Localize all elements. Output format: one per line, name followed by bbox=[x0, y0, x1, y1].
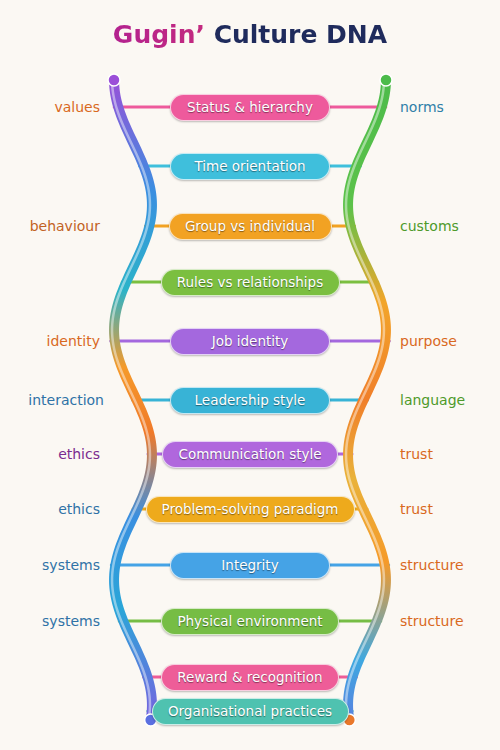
side-label: trust bbox=[400, 445, 433, 463]
strand-highlight bbox=[346, 80, 384, 720]
strand-end bbox=[108, 74, 120, 86]
side-label: values bbox=[54, 98, 100, 116]
culture-pill: Reward & recognition bbox=[161, 664, 339, 691]
culture-pill: Physical environment bbox=[161, 608, 339, 635]
culture-pill: Time orientation bbox=[170, 153, 330, 180]
strand-highlight bbox=[112, 80, 150, 720]
pill-text: Organisational practices bbox=[168, 703, 332, 719]
side-label: structure bbox=[400, 556, 464, 574]
pill-text: Integrity bbox=[221, 557, 278, 573]
side-label: interaction bbox=[28, 391, 104, 409]
culture-pill: Group vs individual bbox=[169, 213, 332, 240]
pill-text: Problem-solving paradigm bbox=[162, 501, 339, 517]
pill-text: Rules vs relationships bbox=[177, 274, 323, 290]
side-label: ethics bbox=[58, 500, 100, 518]
dna-strand bbox=[348, 80, 386, 720]
side-label: norms bbox=[400, 98, 444, 116]
pill-text: Physical environment bbox=[177, 613, 322, 629]
title: Gugin’ Culture DNA bbox=[113, 20, 387, 49]
side-label: systems bbox=[42, 612, 100, 630]
pill-text: Job identity bbox=[212, 333, 289, 349]
pill-text: Communication style bbox=[178, 446, 321, 462]
pill-text: Group vs individual bbox=[185, 218, 315, 234]
pill-text: Leadership style bbox=[195, 392, 306, 408]
side-label: trust bbox=[400, 500, 433, 518]
culture-pill: Job identity bbox=[170, 328, 330, 355]
pill-text: Reward & recognition bbox=[177, 669, 322, 685]
side-label: systems bbox=[42, 556, 100, 574]
title-block: Gugin’ Culture DNA bbox=[0, 20, 500, 49]
side-label: identity bbox=[47, 332, 100, 350]
pill-text: Time orientation bbox=[194, 158, 305, 174]
side-label: language bbox=[400, 391, 465, 409]
strand-end bbox=[380, 74, 392, 86]
culture-pill: Leadership style bbox=[170, 387, 330, 414]
side-label: behaviour bbox=[30, 217, 100, 235]
side-label: purpose bbox=[400, 332, 457, 350]
side-label: customs bbox=[400, 217, 459, 235]
culture-pill: Communication style bbox=[162, 441, 338, 468]
culture-pill: Integrity bbox=[170, 552, 330, 579]
side-label: ethics bbox=[58, 445, 100, 463]
culture-pill: Organisational practices bbox=[152, 698, 349, 725]
culture-pill: Status & hierarchy bbox=[170, 94, 330, 121]
culture-pill: Rules vs relationships bbox=[161, 269, 340, 296]
pill-text: Status & hierarchy bbox=[187, 99, 313, 115]
culture-pill: Problem-solving paradigm bbox=[146, 496, 355, 523]
side-label: structure bbox=[400, 612, 464, 630]
